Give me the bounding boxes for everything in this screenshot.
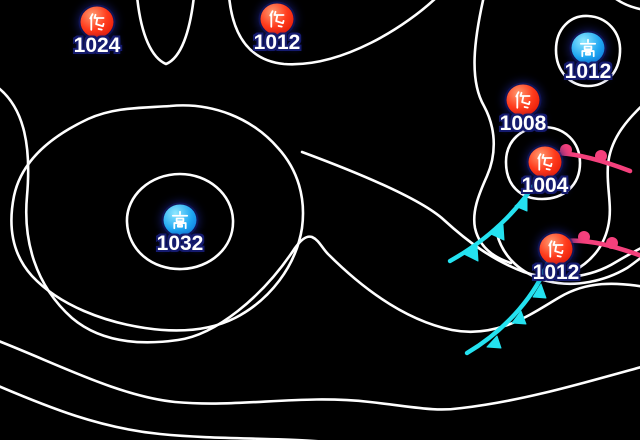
cold-front-south xyxy=(464,259,551,356)
isobar-inner-high xyxy=(125,172,235,271)
kanji-high-symbol xyxy=(579,38,597,58)
pressure-value: 1008 xyxy=(499,112,547,135)
isobar-bottom-1 xyxy=(0,340,640,411)
low-pressure-icon xyxy=(80,6,114,38)
pressure-value: 1012 xyxy=(564,60,612,83)
kanji-low-symbol xyxy=(537,153,553,171)
isobar-outer-high-ridge xyxy=(0,87,640,344)
warm-front-north xyxy=(555,144,633,174)
kanji-low-symbol xyxy=(269,10,285,28)
low-pressure-icon xyxy=(539,233,573,265)
isobar-trough xyxy=(472,0,513,265)
pressure-value: 1012 xyxy=(532,261,580,284)
isobar-top-u xyxy=(228,0,436,66)
isobar-middle-high xyxy=(10,104,305,332)
low-pressure-icon xyxy=(506,84,540,116)
fronts xyxy=(447,144,640,356)
isobar-bottom-2 xyxy=(0,385,318,440)
isobar-loop-low-1004 xyxy=(504,125,582,201)
kanji-low-symbol xyxy=(548,240,564,258)
kanji-low-symbol xyxy=(89,13,105,31)
cold-front-north xyxy=(447,174,543,264)
low-pressure-icon xyxy=(528,146,562,178)
isobar-right-wrap xyxy=(570,105,640,274)
high-pressure-icon xyxy=(163,204,197,236)
high-pressure-icon xyxy=(571,32,605,64)
kanji-low-symbol xyxy=(515,91,531,109)
isobar-corner-tr xyxy=(615,0,640,11)
isobar-top-dip xyxy=(136,0,195,66)
isobar-egg-high-1012 xyxy=(554,14,622,88)
warm-front-south xyxy=(563,231,640,258)
pressure-value: 1024 xyxy=(73,34,121,57)
pressure-value: 1004 xyxy=(521,174,569,197)
low-pressure-icon xyxy=(260,3,294,35)
isobar-arc-low-1012 xyxy=(495,232,640,286)
pressure-value: 1012 xyxy=(253,31,301,54)
pressure-value: 1032 xyxy=(156,232,204,255)
isobar-sweep-lows xyxy=(300,150,640,279)
kanji-high-symbol xyxy=(171,210,189,230)
